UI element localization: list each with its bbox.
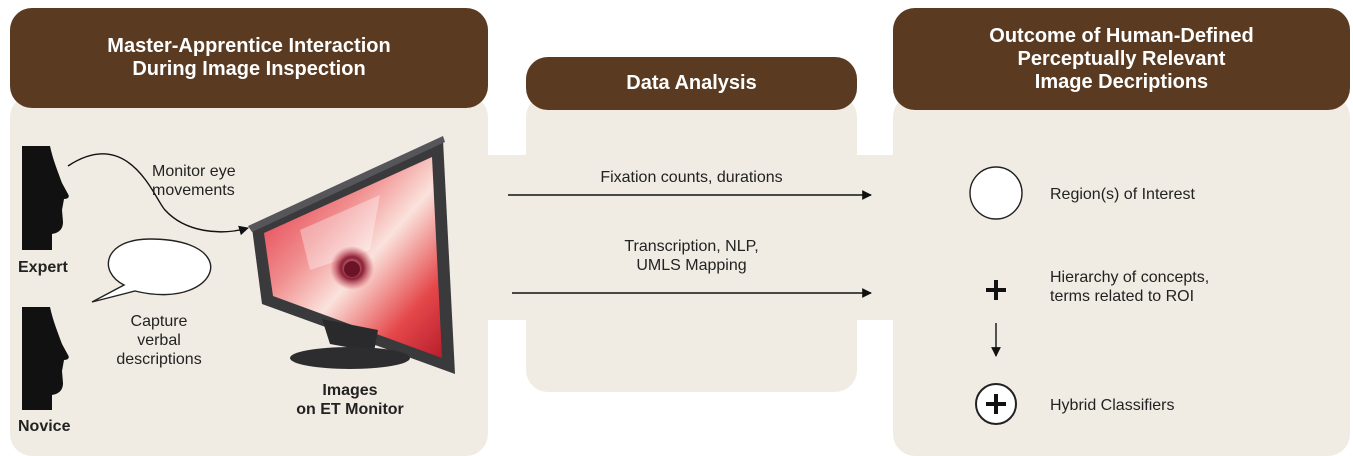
et-monitor-icon	[248, 136, 455, 374]
novice-silhouette-icon	[22, 307, 69, 410]
hybrid-classifiers-label: Hybrid Classifiers	[1050, 397, 1175, 414]
roi-label: Region(s) of Interest	[1050, 186, 1195, 203]
left-header-line2: During Image Inspection	[132, 58, 366, 80]
middle-header-title: Data Analysis	[626, 72, 757, 94]
middle-panel	[526, 95, 857, 392]
expert-label: Expert	[18, 259, 68, 276]
roi-circle-icon	[969, 166, 1023, 220]
hybrid-classifier-plus-icon	[986, 394, 1006, 414]
fixation-label: Fixation counts, durations	[600, 169, 783, 186]
right-header-line3: Image Decriptions	[1034, 70, 1209, 93]
middle-panel-header: Data Analysis	[526, 57, 857, 110]
right-panel-header: Outcome of Human-Defined Perceptually Re…	[893, 8, 1350, 110]
left-panel-header: Master-Apprentice Interaction During Ima…	[10, 8, 488, 108]
transcription-label: Transcription, NLP, UMLS Mapping	[624, 238, 759, 274]
right-panel	[893, 95, 1350, 456]
left-header-line1: Master-Apprentice Interaction	[107, 35, 391, 57]
eye-movement-arrow	[67, 153, 249, 236]
right-header-line1: Outcome of Human-Defined	[989, 24, 1254, 47]
capture-label: Capture verbal descriptions	[116, 313, 202, 368]
expert-silhouette-icon	[22, 146, 69, 250]
monitor-caption: Images on ET Monitor	[296, 382, 404, 418]
speech-bubble-icon	[91, 238, 212, 303]
hierarchy-plus-icon	[986, 280, 1006, 300]
hierarchy-label: Hierarchy of concepts, terms related to …	[1050, 269, 1210, 305]
monitor-eye-label: Monitor eye movements	[152, 163, 236, 199]
right-header-line2: Perceptually Relevant	[1017, 47, 1226, 70]
novice-label: Novice	[18, 418, 71, 435]
